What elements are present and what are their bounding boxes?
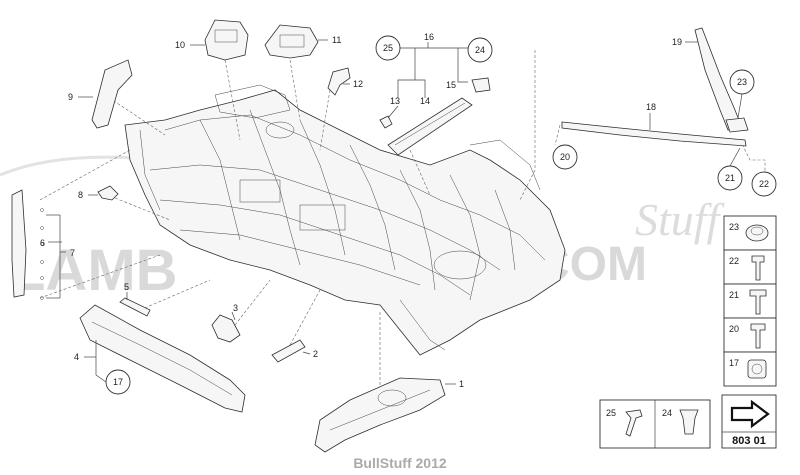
grommet-icon — [745, 224, 769, 242]
label-5: 5 — [124, 282, 129, 292]
flange-bolt-icon — [749, 289, 767, 315]
label-11: 11 — [332, 35, 341, 45]
label-4: 4 — [74, 352, 79, 362]
sill-part-4: 4 — [74, 304, 246, 413]
label-18: 18 — [646, 102, 656, 112]
label-2: 2 — [313, 349, 318, 359]
floor-pan-part-1: 1 — [314, 377, 464, 453]
label-1: 1 — [459, 379, 464, 389]
fastener-22-label: 22 — [729, 256, 739, 266]
fastener-21-label: 21 — [729, 290, 739, 300]
label-10: 10 — [175, 40, 185, 50]
clip-part-8: 8 — [78, 185, 119, 201]
callout-22 — [751, 171, 777, 197]
cross-bar-part-18: 18 — [561, 102, 747, 147]
crossmember-group-16: 25 24 16 13 14 15 — [375, 32, 493, 156]
label-19: 19 — [672, 37, 682, 47]
bracket-part-9: 9 — [68, 59, 133, 129]
direction-arrow-icon — [730, 399, 770, 429]
fastener-17-label: 17 — [729, 358, 739, 368]
watermark-script: Stuff — [635, 194, 726, 245]
label-15: 15 — [446, 80, 456, 90]
callout-25-top-label: 25 — [383, 43, 393, 53]
stud-icon — [625, 409, 643, 437]
screw-icon — [750, 323, 766, 349]
callout-22-label: 22 — [759, 179, 769, 189]
callout-20 — [552, 144, 578, 170]
label-8: 8 — [78, 190, 83, 200]
label-12: 12 — [353, 79, 363, 89]
bracket-part-12: 12 — [327, 67, 363, 96]
fastener-24-label: 24 — [662, 408, 672, 418]
footer-credit: BullStuff 2012 — [353, 455, 447, 471]
side-rail-part-6-7: 6 7 — [11, 189, 75, 300]
callout-21-label: 21 — [725, 173, 735, 183]
diagram-number-box — [721, 394, 777, 449]
callout-24-top — [467, 37, 493, 63]
label-7: 7 — [70, 248, 75, 258]
callout-20-label: 20 — [560, 152, 570, 162]
plate-part-2: 2 — [271, 339, 318, 363]
bolt-icon — [751, 255, 765, 281]
callout-23-top-label: 23 — [737, 77, 747, 87]
callout-17-left-label: 17 — [113, 377, 123, 387]
label-16: 16 — [424, 32, 434, 42]
plug-icon — [679, 409, 699, 435]
plate-part-5: 5 — [119, 282, 151, 317]
label-6: 6 — [40, 238, 45, 248]
fastener-25-label: 25 — [606, 408, 616, 418]
floor-assembly-drawing — [124, 84, 566, 356]
fastener-20-label: 20 — [729, 324, 739, 334]
callout-24-top-label: 24 — [475, 45, 485, 55]
fastener-box-20 — [723, 317, 777, 353]
bracket-part-11: 11 — [264, 24, 341, 59]
label-14: 14 — [420, 96, 430, 106]
fastener-panel: 23 22 21 20 17 25 24 803 01 — [599, 215, 777, 449]
label-9: 9 — [68, 92, 73, 102]
diagram-number: 803 01 — [732, 435, 766, 447]
label-13: 13 — [390, 96, 400, 106]
fastener-box-22 — [723, 249, 777, 285]
fastener-23-label: 23 — [729, 222, 739, 232]
watermark-left: LAMB — [10, 238, 178, 303]
bracket-part-10: 10 — [175, 19, 249, 61]
bracket-part-3: 3 — [211, 303, 241, 343]
nut-icon — [747, 359, 767, 379]
label-3: 3 — [233, 303, 238, 313]
strut-part-19: 19 — [672, 27, 749, 133]
